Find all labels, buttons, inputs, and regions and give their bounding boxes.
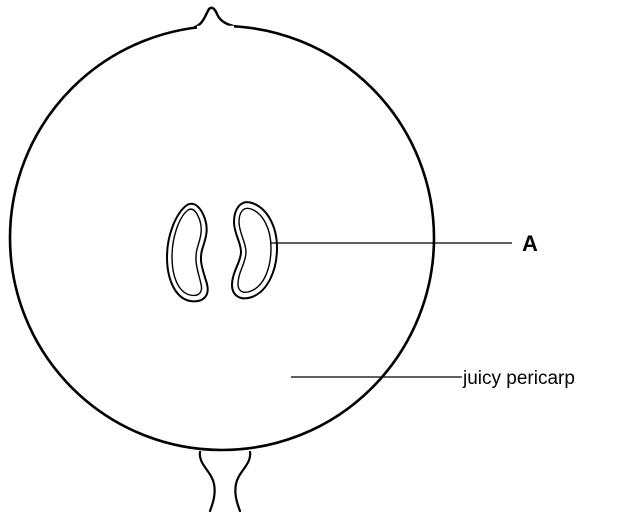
fruit-stalk bbox=[200, 452, 250, 511]
fruit-body bbox=[10, 8, 434, 450]
pericarp-label: juicy pericarp bbox=[462, 368, 575, 389]
fruit-outline bbox=[10, 26, 434, 450]
seed-label: A bbox=[522, 231, 538, 256]
fruit-tip bbox=[195, 8, 236, 27]
